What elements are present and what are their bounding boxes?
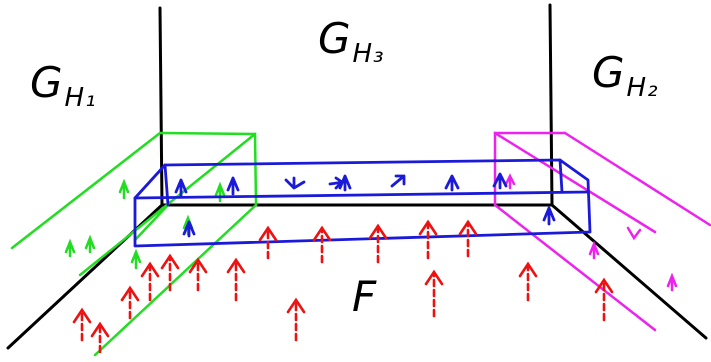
label-gh1-sub: H₁ — [64, 83, 97, 114]
right-vertical-edge — [548, 3, 554, 207]
label-gh2: GH₂ — [592, 48, 659, 103]
red-arrow — [90, 321, 110, 354]
label-gh3-main: G — [318, 14, 352, 63]
red-arrow — [458, 219, 478, 258]
red-arrow — [312, 225, 332, 264]
red-arrow — [226, 257, 246, 302]
label-gh2-sub: H₂ — [626, 73, 659, 104]
red-arrow — [368, 223, 388, 264]
label-gh1: GH₁ — [30, 58, 97, 113]
red-arrow — [518, 261, 538, 302]
label-gh3: GH₃ — [318, 14, 385, 69]
right-floor-diagonal — [550, 203, 708, 340]
red-arrow — [160, 253, 180, 292]
label-gh2-main: G — [592, 48, 626, 97]
magenta-region-box — [493, 131, 711, 332]
red-arrow — [286, 297, 306, 342]
red-flux-arrows — [72, 219, 614, 354]
red-arrow — [594, 277, 614, 322]
red-arrow — [424, 269, 444, 318]
green-region-box — [10, 131, 258, 357]
red-arrow — [188, 257, 208, 292]
red-arrow — [258, 225, 278, 260]
left-vertical-edge — [158, 6, 164, 207]
blue-tube-box — [133, 158, 592, 248]
label-gh3-sub: H₃ — [352, 39, 385, 70]
label-gh1-main: G — [30, 58, 64, 107]
red-arrow — [72, 307, 92, 342]
red-arrow — [140, 261, 160, 302]
label-f: F — [352, 272, 378, 321]
red-arrow — [418, 219, 438, 260]
red-arrow — [120, 285, 140, 320]
